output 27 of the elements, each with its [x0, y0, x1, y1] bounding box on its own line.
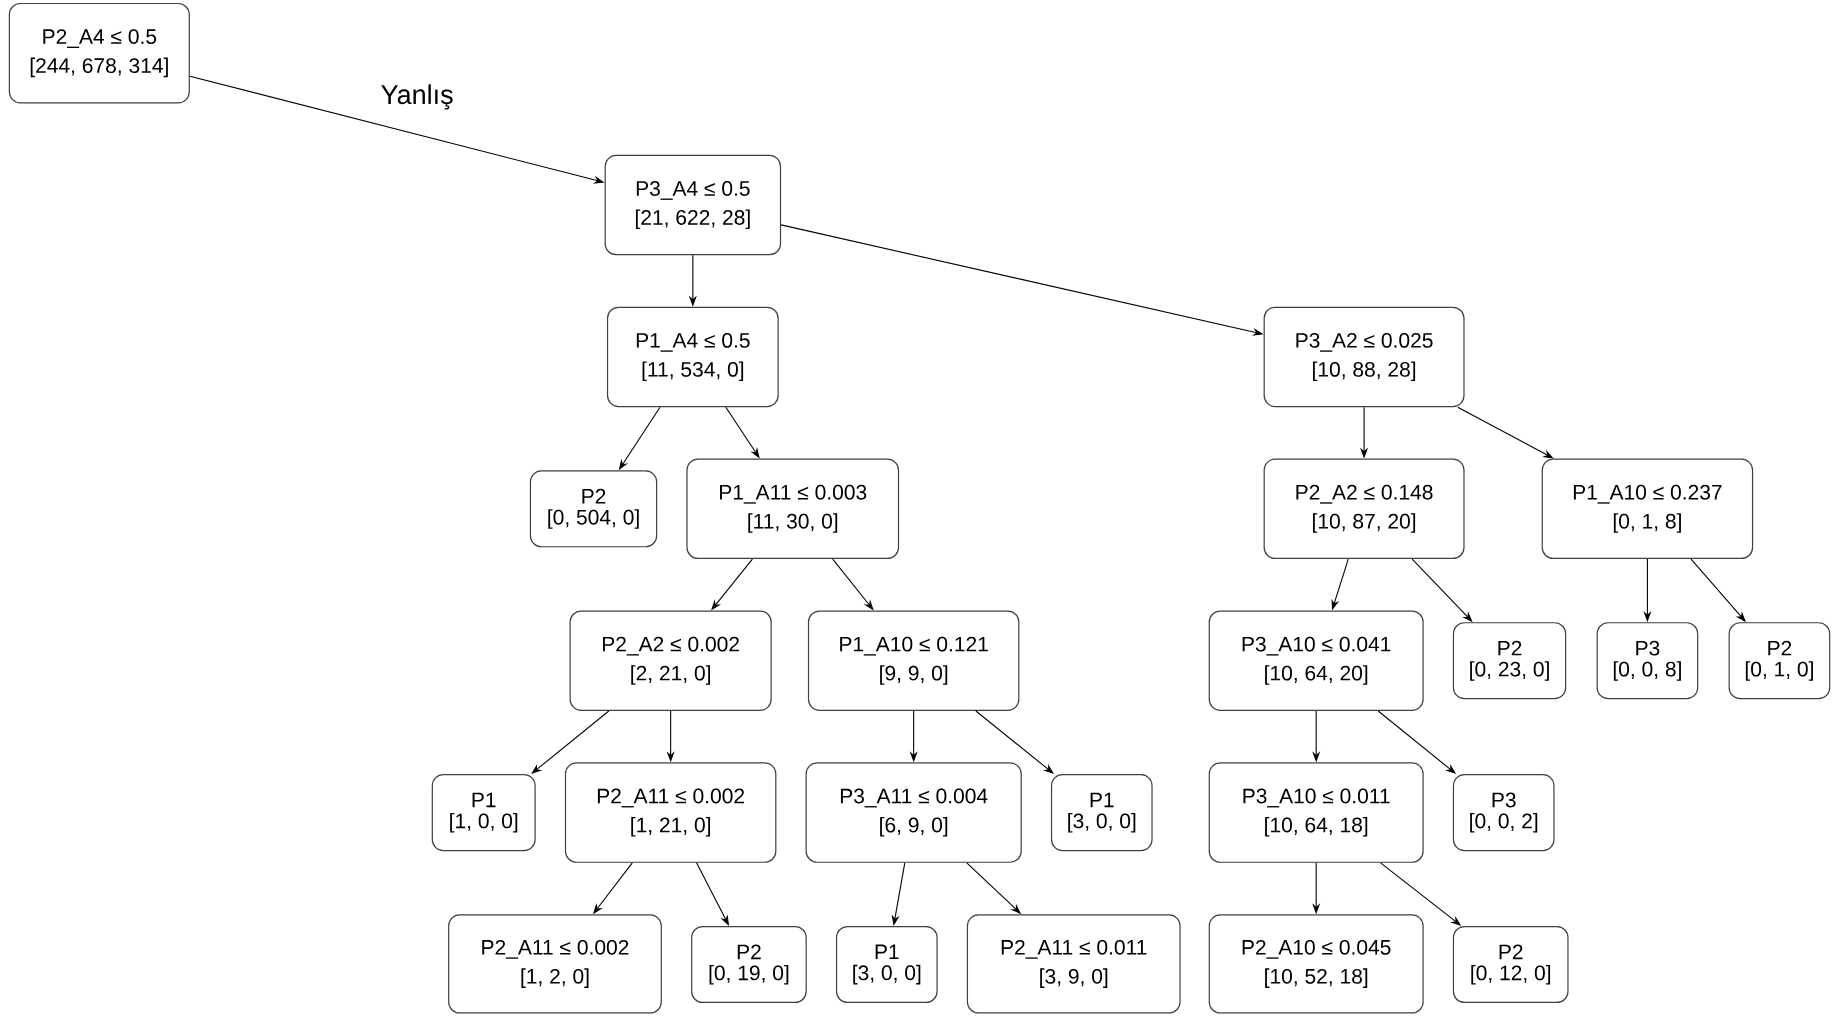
tree-node-box: P2_A2 ≤ 0.148 [10, 87, 20]	[1263, 458, 1465, 560]
tree-node-box: P2_A2 ≤ 0.002 [2, 21, 0]	[569, 610, 772, 711]
tree-node-box: P1 [3, 0, 0]	[835, 925, 938, 1004]
tree-node-box: P2_A4 ≤ 0.5 [244, 678, 314]	[8, 2, 190, 104]
tree-node-box: P1 [1, 0, 0]	[431, 774, 536, 852]
tree-node-box: P2_A11 ≤ 0.002 [1, 21, 0]	[564, 762, 777, 863]
tree-node-box: P2 [0, 12, 0]	[1452, 925, 1569, 1004]
tree-node-box: P1_A10 ≤ 0.237 [0, 1, 8]	[1541, 458, 1754, 560]
tree-node-box: P2 [0, 1, 0]	[1728, 622, 1831, 700]
tree-node-box: P3 [0, 0, 8]	[1596, 622, 1699, 700]
tree-node-box: P3_A10 ≤ 0.011 [10, 64, 18]	[1208, 762, 1424, 863]
tree-node-box: P3_A11 ≤ 0.004 [6, 9, 0]	[805, 762, 1022, 863]
tree-node-box: P2 [0, 504, 0]	[529, 470, 658, 548]
tree-node-box: P1_A11 ≤ 0.003 [11, 30, 0]	[686, 458, 900, 560]
tree-node-box: P1 [3, 0, 0]	[1050, 774, 1153, 852]
tree-node-box: P2 [0, 23, 0]	[1452, 622, 1567, 700]
tree-node-box: P3_A2 ≤ 0.025 [10, 88, 28]	[1263, 306, 1465, 408]
tree-node-box: P2_A11 ≤ 0.011 [3, 9, 0]	[966, 914, 1181, 1014]
tree-node-box: P3 [0, 0, 2]	[1452, 774, 1555, 852]
tree-node-box: P2_A11 ≤ 0.002 [1, 2, 0]	[448, 914, 662, 1014]
tree-node-box: P3_A4 ≤ 0.5 [21, 622, 28]	[604, 154, 782, 256]
tree-node-box: P2_A10 ≤ 0.045 [10, 52, 18]	[1208, 914, 1424, 1014]
edge-label: Yanlış	[378, 82, 456, 112]
tree-node-box: P1_A4 ≤ 0.5 [11, 534, 0]	[606, 306, 779, 408]
tree-node-box: P3_A10 ≤ 0.041 [10, 64, 20]	[1208, 610, 1424, 711]
tree-node-box: P2 [0, 19, 0]	[691, 925, 807, 1004]
tree-node-box: P1_A10 ≤ 0.121 [9, 9, 0]	[807, 610, 1020, 711]
